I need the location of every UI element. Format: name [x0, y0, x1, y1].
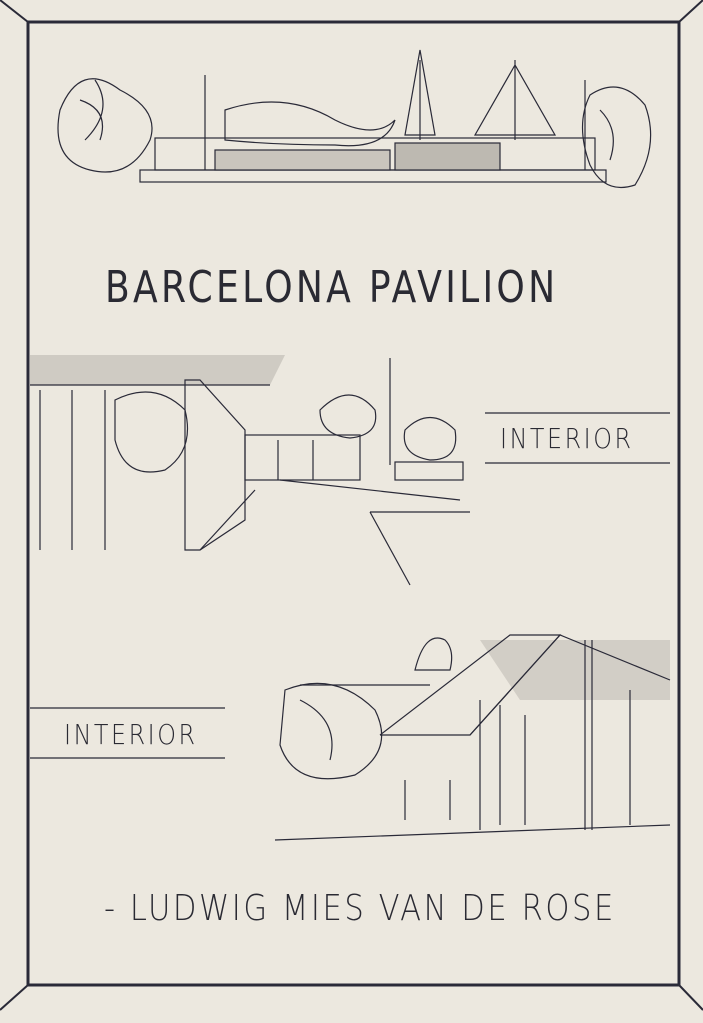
sketch-title: BARCELONA PAVILION — [105, 262, 559, 313]
interior-sketch-2 — [30, 634, 671, 841]
interior-label-top: INTERIOR — [500, 422, 634, 455]
architect-signature: - LUDWIG MIES VAN DE ROSE — [104, 888, 616, 929]
pavilion-elevation-sketch — [57, 49, 652, 189]
interior-label-bottom: INTERIOR — [64, 718, 198, 751]
interior-sketch-1 — [30, 355, 670, 586]
